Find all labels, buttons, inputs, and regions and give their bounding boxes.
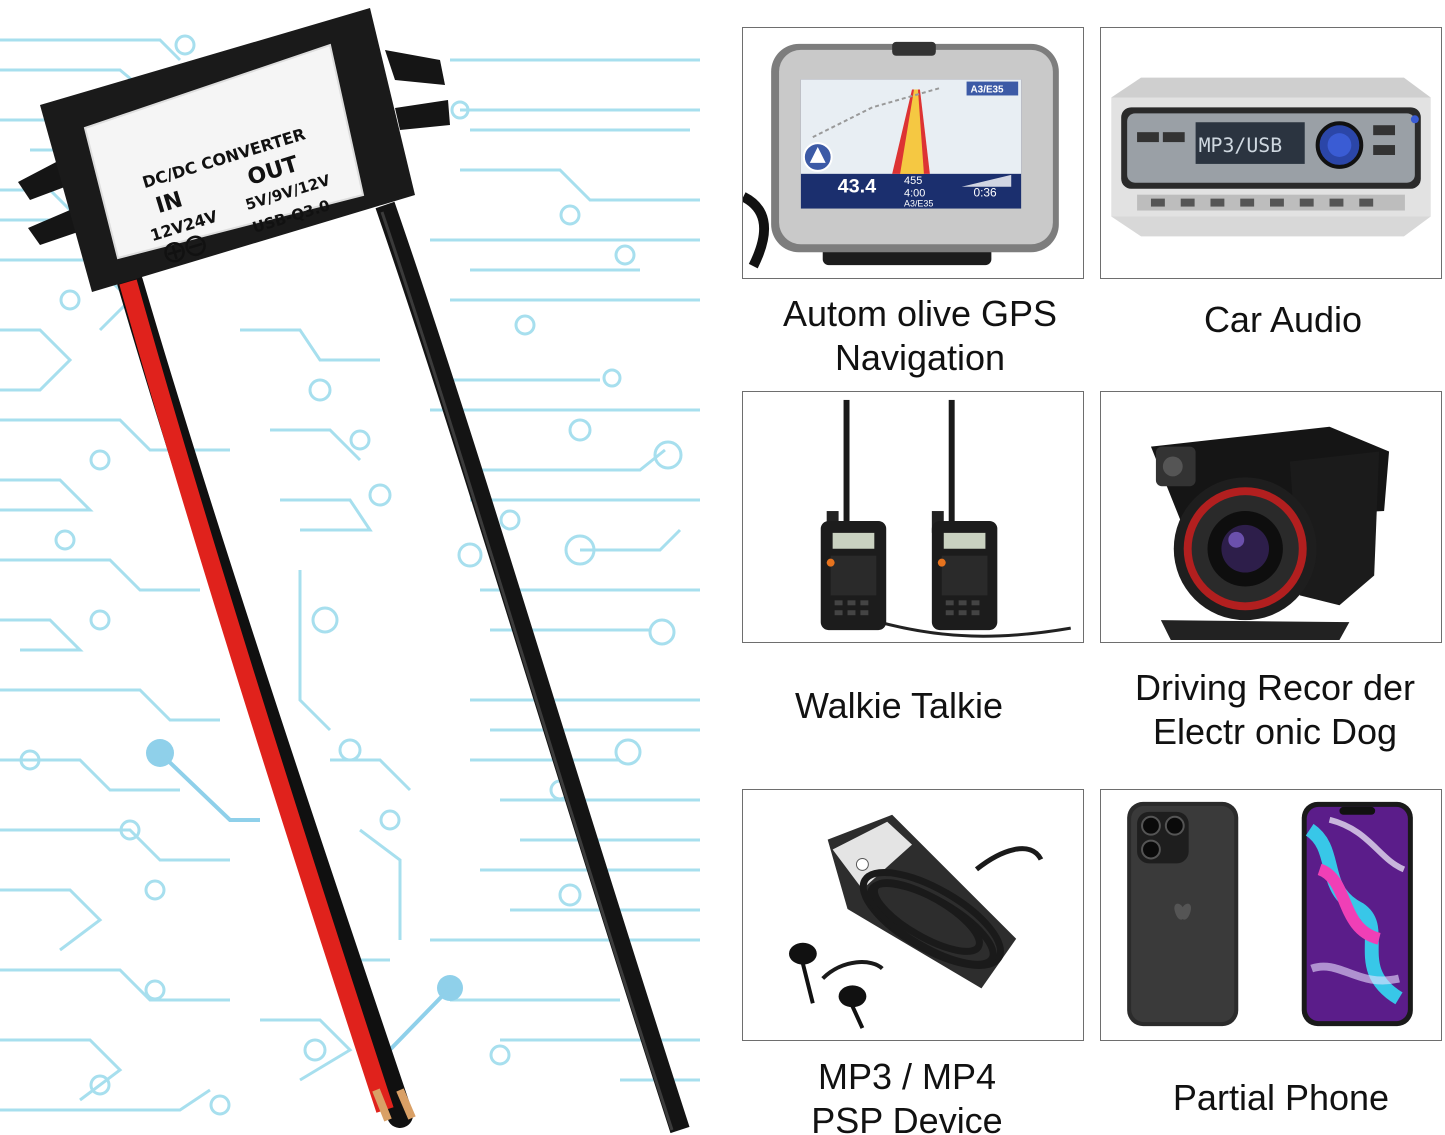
caption-dash-camera-line-2: Electr onic Dog	[1152, 711, 1398, 752]
mp3-player-icon	[788, 814, 1044, 1029]
gps-clock: 0:36	[974, 186, 998, 200]
caption-walkie-talkie-line-1: Walkie Talkie	[794, 685, 1004, 726]
caption-mp3: MP3 / MP4 PSP Device	[742, 1055, 1072, 1135]
device-card-gps: A3/E35 43.4 455 4:00 A3/E35 0:36	[742, 27, 1084, 279]
caption-walkie-talkie: Walkie Talkie	[742, 684, 1056, 728]
caption-gps-line-2: Navigation	[834, 337, 1006, 378]
smartphone-icon	[1127, 801, 1413, 1027]
gps-navigator-icon: A3/E35 43.4 455 4:00 A3/E35 0:36	[743, 41, 1059, 269]
caption-phone: Partial Phone	[1100, 1076, 1445, 1120]
polarity-icon	[164, 235, 206, 263]
device-card-phone	[1100, 789, 1442, 1041]
circuit-background	[0, 34, 700, 1116]
caption-dash-camera: Driving Recor der Electr onic Dog	[1100, 666, 1445, 754]
gps-distance: 43.4	[838, 176, 877, 198]
device-card-walkie-talkie	[742, 391, 1084, 643]
radio-display: MP3/USB	[1199, 134, 1283, 157]
walkie-talkie-icon	[820, 399, 1071, 638]
caption-gps-line-1: Autom olive GPS	[782, 293, 1058, 334]
device-card-dash-camera	[1100, 391, 1442, 643]
car-radio-icon: MP3/USB	[1111, 77, 1431, 237]
product-panel: DC/DC CONVERTER IN 12V24V OUT 5V/9V/12V …	[0, 0, 700, 1135]
dash-camera-icon	[1150, 426, 1390, 641]
caption-mp3-line-2: PSP Device	[811, 1100, 1003, 1135]
device-card-mp3	[742, 789, 1084, 1041]
gps-route-label: A3/E35	[971, 84, 1005, 95]
caption-dash-camera-line-1: Driving Recor der	[1134, 667, 1416, 708]
caption-car-audio: Car Audio	[1100, 298, 1445, 342]
caption-gps: Autom olive GPS Navigation	[742, 292, 1098, 380]
dc-dc-converter-icon: DC/DC CONVERTER IN 12V24V OUT 5V/9V/12V …	[18, 8, 690, 1134]
device-card-car-audio: MP3/USB	[1100, 27, 1442, 279]
gps-eta-time: 4:00	[904, 188, 925, 200]
caption-car-audio-line-1: Car Audio	[1203, 299, 1363, 340]
caption-mp3-line-1: MP3 / MP4	[817, 1056, 997, 1097]
caption-phone-line-1: Partial Phone	[1172, 1077, 1390, 1118]
gps-route-bottom: A3/E35	[904, 199, 933, 209]
gps-eta-distance: 455	[904, 175, 922, 187]
